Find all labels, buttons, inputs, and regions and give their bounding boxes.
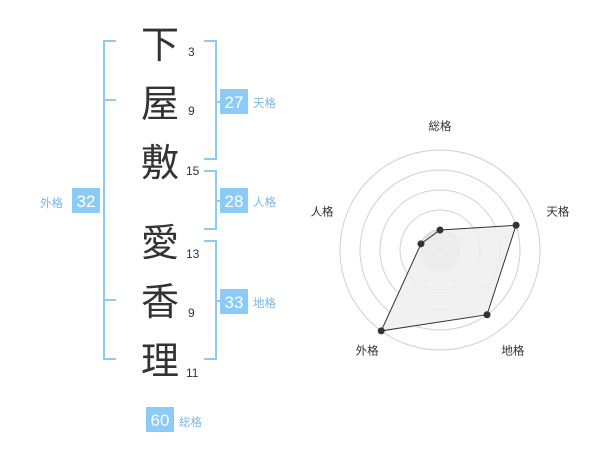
stroke-count: 3 [188,45,195,59]
jinkaku-value: 28 [225,192,244,211]
name-characters: 下 屋 敷 愛 香 理 [141,23,179,383]
given-char-3: 理 [141,339,179,383]
radar-grid-ring [359,169,521,331]
jinkaku-bracket [204,170,222,230]
radar-axis-label: 総格 [429,119,452,133]
surname-char-1: 下 [141,23,179,67]
gaikaku-badge: 外格 32 [40,188,100,213]
radar-point [417,240,425,248]
tenkaku-label: 天格 [253,96,276,110]
stroke-count: 9 [188,104,195,118]
given-char-1: 愛 [141,221,179,265]
stroke-count: 9 [188,306,195,320]
radar-axis-label: 外格 [356,343,379,357]
stroke-counts: 3 9 15 13 9 11 [186,45,200,380]
radar-points [377,221,520,335]
soukaku-badge: 60 総格 [146,407,202,432]
radar-grid-ring [339,149,541,351]
gaikaku-bracket [103,40,116,360]
chikaku-value: 33 [225,293,244,312]
gaikaku-value: 32 [77,192,96,211]
stroke-count: 11 [186,366,199,380]
radar-point [377,327,385,335]
gaikaku-label: 外格 [40,196,63,210]
fortune-brackets [103,40,222,360]
tenkaku-badge: 27 天格 [220,89,276,114]
soukaku-label: 総格 [179,415,202,429]
tenkaku-value: 27 [225,93,244,112]
radar-axis-label: 人格 [311,205,334,219]
radar-axis-label: 地格 [501,343,524,357]
radar-point [436,226,444,234]
stroke-count: 15 [186,164,200,178]
stroke-count: 13 [186,247,200,261]
chikaku-badge: 33 地格 [220,289,276,314]
surname-char-2: 屋 [141,82,179,126]
jinkaku-label: 人格 [253,195,276,209]
radar-point [483,311,491,319]
tenkaku-bracket [204,40,222,160]
chikaku-bracket [204,240,222,360]
jinkaku-badge: 28 人格 [220,188,276,213]
surname-char-3: 敷 [141,141,179,185]
radar-axis-label: 天格 [546,205,569,219]
soukaku-value: 60 [151,411,170,430]
radar-point [512,221,520,229]
given-char-2: 香 [141,280,179,324]
chikaku-label: 地格 [253,296,276,310]
radar-area [380,224,517,332]
